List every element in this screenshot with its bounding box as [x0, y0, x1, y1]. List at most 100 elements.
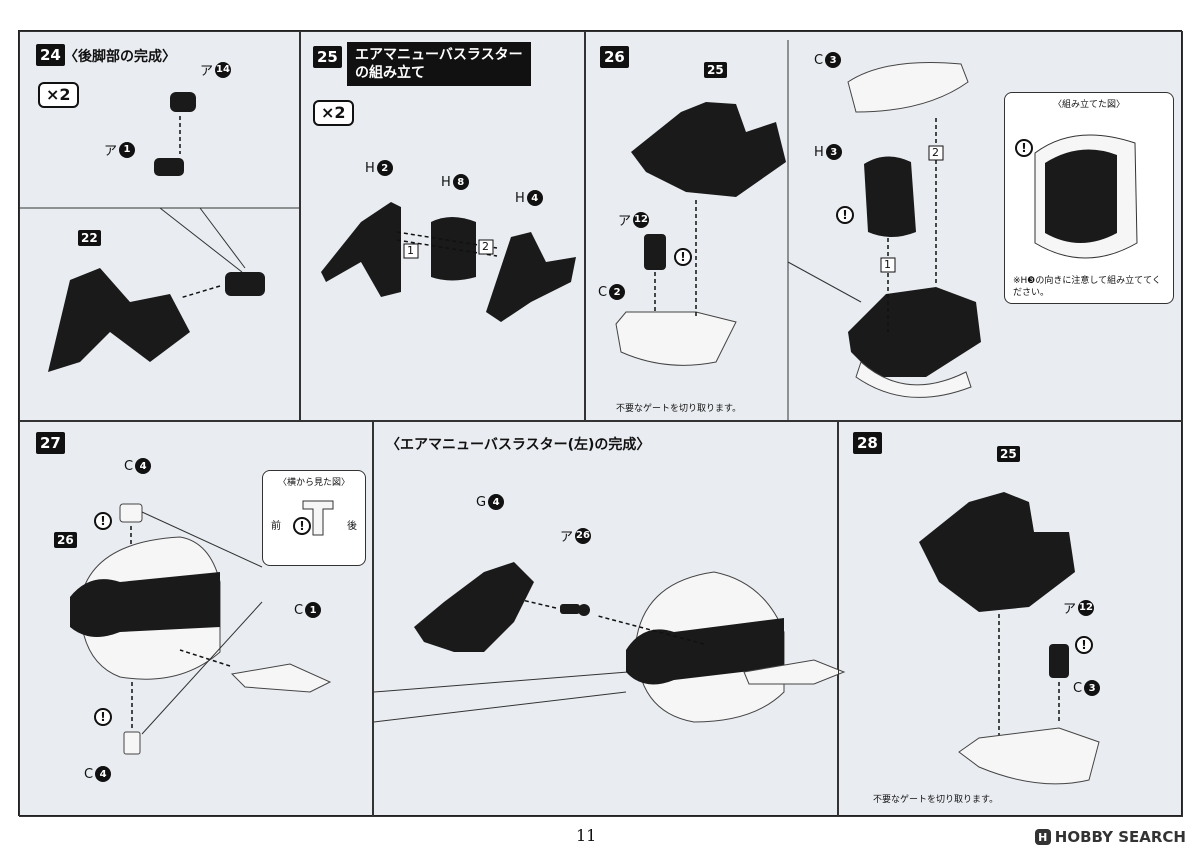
step-24-panel: 24 〈後脚部の完成〉 ×2 ア 14 ア 1 22 — [19, 31, 301, 421]
part-label-a14: ア 14 — [200, 60, 232, 79]
quantity-badge: ×2 — [313, 100, 354, 126]
orientation-note: ※H❸の向きに注意して組み立ててください。 — [1013, 276, 1161, 298]
step-number: 24 — [36, 44, 65, 66]
assembly-ref-22: 22 — [78, 230, 101, 246]
hobbysearch-logo-icon: H — [1034, 829, 1051, 845]
assembled-view-box: 〈組み立てた図〉 ! ※H❸の向きに注意して組み立ててください。 — [1004, 92, 1174, 304]
part-letter: C — [294, 602, 304, 618]
part-letter: C — [814, 52, 824, 68]
assembled-view-illustration — [1034, 134, 1138, 259]
assembly-ref-26: 26 — [54, 532, 77, 548]
step-number: 26 — [600, 46, 629, 68]
watermark: H HOBBY SEARCH — [1034, 828, 1186, 846]
part-number: 4 — [135, 458, 152, 474]
part-label-c4-top: C 4 — [124, 458, 152, 474]
caution-icon: ! — [293, 517, 311, 535]
banner-line-2: の組み立て — [355, 65, 425, 81]
part-letter: ア — [104, 144, 118, 159]
step-number: 28 — [853, 432, 882, 454]
step-27-panel: 27 C 4 ! 26 C 1 ! C 4 〈横から見た図〉 — [19, 421, 373, 817]
part-number: 12 — [1078, 599, 1095, 616]
caution-icon: ! — [1015, 139, 1033, 157]
part-letter: H — [441, 174, 451, 190]
step-25-panel: 25 エアマニューバスラスター の組み立て ×2 H 2 H 8 H 4 1 2 — [300, 31, 585, 421]
banner-line-1: エアマニューバスラスター — [355, 47, 523, 63]
part-label-c2: C 2 — [598, 284, 626, 300]
caution-icon: ! — [836, 206, 854, 224]
part-label-a12: ア 12 — [1063, 598, 1095, 617]
step-27-diagram — [70, 503, 332, 755]
side-view-box: 〈横から見た図〉 前 後 ! — [262, 470, 366, 566]
part-number: 2 — [376, 160, 393, 176]
part-label-c3: C 3 — [814, 52, 842, 68]
completion-diagram — [373, 562, 846, 723]
part-number: 3 — [825, 144, 842, 160]
step-26-panel: 26 25 ア 12 C 2 ! 不要なゲートを切り取ります。 C 3 H 3 … — [585, 31, 1183, 422]
part-letter: H — [814, 144, 824, 160]
part-letter: ア — [1063, 602, 1077, 617]
part-number: 2 — [609, 284, 626, 300]
quantity-badge: ×2 — [38, 82, 79, 108]
part-label-c1: C 1 — [294, 602, 322, 618]
part-label-h4: H 4 — [515, 190, 543, 206]
step-26-diagram — [615, 40, 981, 422]
page-number: 11 — [576, 826, 597, 845]
step-title: 〈後脚部の完成〉 — [64, 49, 176, 65]
step-28-diagram — [919, 492, 1100, 785]
front-label: 前 — [271, 521, 281, 532]
part-letter: ア — [560, 530, 574, 545]
completion-panel: 〈エアマニューバスラスター(左)の完成〉 G 4 ア 26 — [373, 421, 846, 817]
part-number: 4 — [526, 190, 543, 206]
step-banner: エアマニューバスラスター の組み立て — [347, 42, 531, 86]
order-marker-2: 2 — [932, 146, 939, 159]
side-view-illustration — [302, 500, 334, 536]
order-marker-1: 1 — [407, 244, 414, 257]
caution-icon: ! — [94, 708, 112, 726]
completion-title: 〈エアマニューバスラスター(左)の完成〉 — [386, 437, 651, 453]
assembled-view-title: 〈組み立てた図〉 — [1052, 100, 1125, 110]
step-number: 25 — [313, 46, 342, 68]
step-28-panel: 28 25 ア 12 ! C 3 不要なゲートを切り取ります。 — [838, 421, 1183, 817]
part-letter: C — [1073, 680, 1083, 696]
part-letter: ア — [200, 64, 214, 79]
part-label-a1: ア 1 — [104, 140, 136, 159]
part-letter: C — [124, 458, 134, 474]
part-number: 3 — [825, 52, 842, 68]
order-marker-2: 2 — [482, 240, 489, 253]
back-label: 後 — [347, 521, 357, 532]
gate-note: 不要なゲートを切り取ります。 — [873, 795, 999, 805]
part-letter: G — [476, 494, 487, 510]
step-number: 27 — [36, 432, 65, 454]
instruction-sheet: 24 〈後脚部の完成〉 ×2 ア 14 ア 1 22 25 エアマニューバスラス… — [18, 30, 1183, 817]
gate-note: 不要なゲートを切り取ります。 — [616, 404, 742, 414]
step-25-diagram — [321, 202, 576, 322]
caution-icon: ! — [1075, 636, 1093, 654]
part-label-h3: H 3 — [814, 144, 842, 160]
part-number: 8 — [452, 174, 469, 190]
part-label-h8: H 8 — [441, 174, 469, 190]
part-number: 4 — [95, 766, 112, 782]
part-number: 26 — [575, 527, 592, 544]
part-number: 1 — [119, 141, 136, 158]
watermark-text: HOBBY SEARCH — [1054, 828, 1186, 846]
assembly-ref-25: 25 — [704, 62, 727, 78]
part-number: 14 — [215, 61, 232, 78]
caution-icon: ! — [94, 512, 112, 530]
part-letter: H — [365, 160, 375, 176]
part-label-c4-bottom: C 4 — [84, 766, 112, 782]
part-number: 3 — [1084, 680, 1101, 696]
part-letter: H — [515, 190, 525, 206]
part-letter: C — [84, 766, 94, 782]
caution-icon: ! — [674, 248, 692, 266]
part-number: 12 — [633, 211, 650, 228]
part-label-a26: ア 26 — [560, 526, 592, 545]
step-24-diagram — [20, 92, 301, 372]
part-letter: C — [598, 284, 608, 300]
part-label-c3: C 3 — [1073, 680, 1101, 696]
side-view-title: 〈横から見た図〉 — [277, 478, 350, 488]
order-marker-1: 1 — [884, 258, 891, 271]
part-letter: ア — [618, 214, 632, 229]
part-label-g4: G 4 — [476, 494, 505, 510]
assembly-ref-25: 25 — [997, 446, 1020, 462]
part-label-h2: H 2 — [365, 160, 393, 176]
